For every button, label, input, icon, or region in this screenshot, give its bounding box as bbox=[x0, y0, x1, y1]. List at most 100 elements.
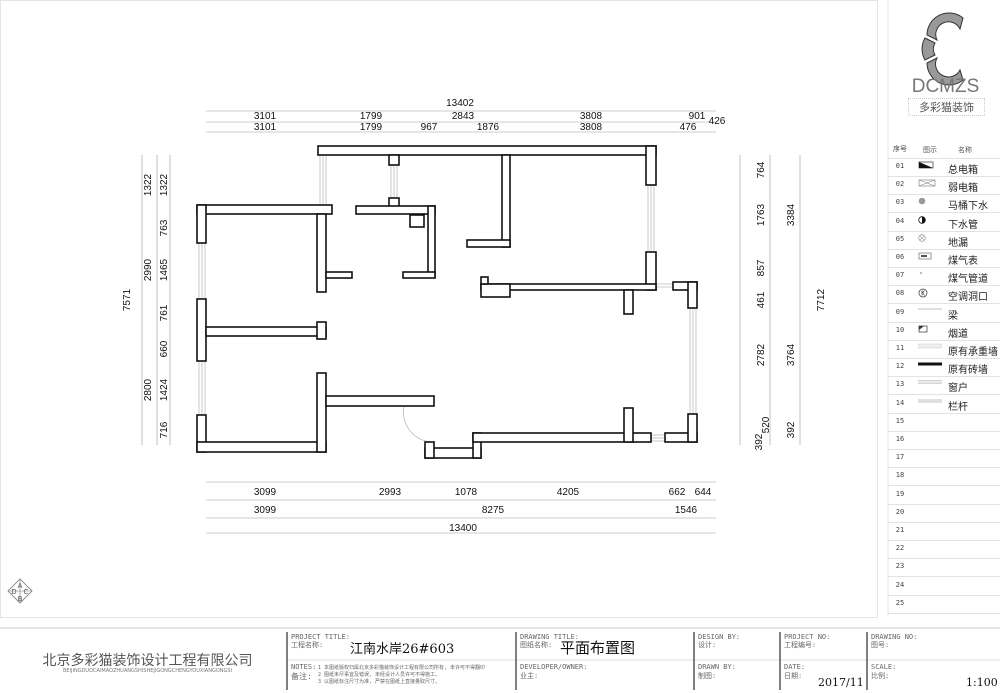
dim-label: 392 bbox=[786, 421, 797, 438]
project-no-label: PROJECT NO: bbox=[784, 633, 831, 641]
drawn-by-label: DRAWN BY: bbox=[698, 663, 736, 671]
legend-row: 14 栏杆 bbox=[888, 395, 1000, 414]
design-by-label: DESIGN BY: bbox=[698, 633, 741, 641]
drawing-title-label: DRAWING TITLE: bbox=[520, 633, 580, 641]
dim-label: 901 bbox=[689, 111, 706, 122]
notes-label-cn: 备注: bbox=[291, 672, 312, 681]
flue-box bbox=[409, 214, 425, 228]
dim-label: 3808 bbox=[580, 122, 603, 133]
legend-row: 17 bbox=[888, 449, 1000, 469]
legend-row-label: 煤气管道 bbox=[948, 274, 988, 286]
legend-row-number: 09 bbox=[895, 307, 905, 316]
legend-row-label: 下水管 bbox=[948, 219, 978, 231]
dim-label: 3808 bbox=[580, 111, 603, 122]
dim-label: 1876 bbox=[477, 122, 500, 133]
dim-label: 392 bbox=[754, 433, 765, 450]
legend-row-number: 08 bbox=[895, 289, 905, 298]
dim-label: 3099 bbox=[254, 487, 277, 498]
legend-row: 21 bbox=[888, 522, 1000, 541]
legend-row-number: 18 bbox=[895, 471, 905, 480]
legend-row-label: 弱电箱 bbox=[948, 183, 978, 195]
legend-row-label: 地漏 bbox=[948, 237, 968, 249]
legend-row-label: 烟道 bbox=[948, 328, 968, 340]
dim-label: 644 bbox=[695, 487, 712, 498]
legend-row-number: 03 bbox=[895, 198, 905, 207]
legend-row-number: 15 bbox=[895, 416, 905, 425]
notes-list: 1 本图纸版权归属北京多彩猫装饰设计工程有限公司所有, 未许可不得翻印 2 图纸… bbox=[318, 665, 485, 686]
dim-label: 3101 bbox=[254, 122, 277, 133]
dim-label: 4205 bbox=[557, 487, 580, 498]
note-item: 1 本图纸版权归属北京多彩猫装饰设计工程有限公司所有, 未许可不得翻印 bbox=[318, 665, 486, 671]
legend-row: 02 弱电箱 bbox=[888, 176, 1000, 196]
drawn-by-label-cn: 制图: bbox=[698, 672, 717, 680]
dim-label: 3764 bbox=[786, 343, 797, 366]
logo-icon bbox=[921, 12, 964, 86]
legend-row-number: 05 bbox=[895, 234, 905, 243]
legend-row-number: 01 bbox=[895, 162, 905, 170]
legend-row-number: 23 bbox=[895, 562, 905, 571]
dimension-lines bbox=[141, 110, 801, 534]
dim-label: 764 bbox=[756, 161, 767, 178]
dim-bottom-total: 13400 bbox=[449, 523, 477, 534]
drawing-no-label-cn: 图号: bbox=[871, 641, 890, 649]
logo-subtitle: 多彩猫装饰 bbox=[908, 98, 985, 116]
dim-label: 3101 bbox=[254, 111, 277, 122]
note-item: 3 以图纸标注尺寸为准, 严禁在图纸上直接量取尺寸。 bbox=[318, 679, 441, 685]
legend-row-number: 14 bbox=[895, 398, 905, 407]
legend-row-number: 17 bbox=[895, 453, 905, 462]
design-by-label-cn: 设计: bbox=[698, 641, 717, 649]
legend-row-number: 06 bbox=[895, 253, 905, 261]
drawing-no-label: DRAWING NO: bbox=[871, 633, 918, 641]
legend-row-label: 栏杆 bbox=[948, 401, 968, 413]
windows bbox=[198, 155, 697, 443]
legend-row-number: 13 bbox=[895, 380, 905, 389]
legend-row: 23 bbox=[888, 558, 1000, 578]
legend-header-name: 名称 bbox=[958, 146, 972, 154]
drawing-frame bbox=[0, 0, 878, 618]
legend-header-no: 序号 bbox=[893, 145, 907, 153]
project-title-label: PROJECT TITLE: bbox=[291, 633, 351, 641]
dim-label: 2782 bbox=[756, 343, 767, 366]
legend-header-icon: 图示 bbox=[923, 146, 937, 154]
developer-label-cn: 业主: bbox=[520, 672, 539, 680]
dim-label: 1763 bbox=[756, 203, 767, 226]
dim-label: 1465 bbox=[159, 258, 170, 281]
scale-value: 1:100 bbox=[966, 676, 998, 689]
dim-label: 2990 bbox=[143, 258, 154, 281]
legend-row-number: 25 bbox=[895, 598, 905, 607]
company-name: 北京多彩猫装饰设计工程有限公司 bbox=[42, 653, 253, 669]
legend-row-number: 04 bbox=[895, 216, 905, 225]
company-pinyin: BEIJINGDUOCAIMAOZHUANGSHISHEJIGONGCHENGY… bbox=[62, 668, 233, 674]
legend-row: 24 bbox=[888, 577, 1000, 596]
dim-label: 2993 bbox=[379, 487, 402, 498]
drawing-title-label-cn: 图纸名称: bbox=[520, 641, 553, 649]
date-label: DATE: bbox=[784, 663, 806, 671]
dim-label: 8275 bbox=[482, 505, 505, 516]
logo-text: DCMZS bbox=[911, 76, 980, 97]
dim-label: 763 bbox=[159, 219, 170, 236]
legend-row-number: 19 bbox=[895, 489, 905, 498]
dim-left-total: 7571 bbox=[122, 288, 133, 311]
legend-row: 05 地漏 bbox=[888, 231, 1000, 250]
title-block-lines bbox=[0, 627, 1000, 690]
project-no-label-cn: 工程编号: bbox=[784, 641, 817, 649]
legend-row-number: 02 bbox=[895, 180, 905, 189]
legend-row-number: 10 bbox=[895, 325, 905, 334]
dim-label: 1799 bbox=[360, 122, 383, 133]
dim-label: 476 bbox=[680, 122, 697, 133]
legend-row: 15 bbox=[888, 413, 1000, 432]
note-item: 2 图纸未尽事宜及错误, 未经设计人员许可不得施工。 bbox=[318, 672, 441, 678]
project-title-label-cn: 工程名称: bbox=[291, 641, 324, 649]
dim-label: 716 bbox=[159, 421, 170, 438]
legend-header: 序号 图示 名称 bbox=[888, 140, 1000, 159]
